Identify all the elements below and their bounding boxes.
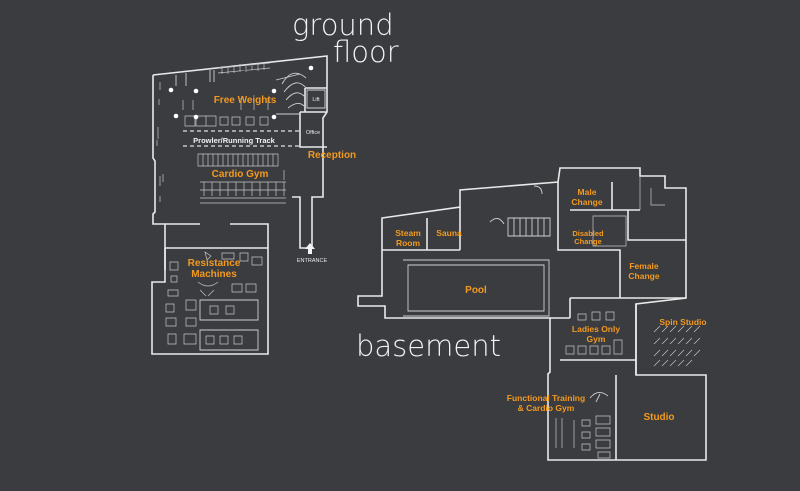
basement-staircase (507, 217, 551, 237)
lift-wall (304, 87, 327, 112)
marker-dot (271, 88, 277, 94)
label-female-line2: Change (628, 271, 659, 281)
ground-floor-title-line2: floor (333, 35, 399, 69)
label-ladies-line2: Gym (587, 334, 606, 344)
spin-bikes (653, 325, 701, 367)
label-free-weights: Free Weights (214, 95, 277, 106)
change-rooms-walls (557, 182, 686, 298)
entrance-arrow-icon (305, 243, 315, 254)
cardio-machines (159, 153, 286, 204)
pool-outline (407, 264, 545, 312)
label-disabled-line1: Disabled (572, 229, 604, 238)
steam-sauna-walls (382, 207, 461, 251)
label-steam-line1: Steam (395, 228, 421, 238)
ladies-gym-equipment (565, 311, 623, 355)
marker-dot (168, 87, 174, 93)
label-female-line1: Female (629, 261, 659, 271)
ground-outer-wall (152, 55, 328, 249)
label-steam-line2: Room (396, 238, 421, 248)
label-studio: Studio (643, 412, 674, 423)
marker-dot (271, 114, 277, 120)
prowler-track-lines (183, 130, 300, 147)
label-reception: Reception (308, 150, 356, 161)
marker-dot (308, 65, 314, 71)
label-functional-line2: & Cardio Gym (518, 403, 575, 413)
basement-title: basement (356, 329, 501, 363)
label-office: Office (306, 130, 320, 136)
marker-dot (173, 113, 179, 119)
label-resistance-line1: Resistance (188, 258, 241, 269)
marker-dot (193, 114, 199, 120)
label-lift: Lift (312, 97, 320, 103)
basement-plan: Steam Room Sauna Male Change Disabled Ch… (357, 167, 707, 461)
cardio-south-wall (165, 223, 269, 248)
label-functional-line1: Functional Training (507, 393, 585, 403)
label-ladies-line1: Ladies Only (572, 324, 620, 334)
label-pool: Pool (465, 285, 487, 296)
marker-dot (193, 88, 199, 94)
resistance-machine-icons (165, 251, 263, 351)
staircase (281, 72, 307, 109)
ground-west-wall (152, 75, 166, 248)
label-disabled-line2: Change (574, 237, 602, 246)
label-entrance: ENTRANCE (297, 258, 328, 264)
label-sauna: Sauna (436, 228, 462, 238)
label-resistance-line2: Machines (191, 269, 237, 280)
ground-floor-plan: Free Weights Prowler/Running Track Cardi… (151, 55, 356, 355)
label-spin-studio: Spin Studio (659, 317, 706, 327)
ladies-gym-walls (550, 297, 686, 375)
functional-area-equipment (555, 392, 611, 459)
label-cardio-gym: Cardio Gym (212, 169, 269, 180)
ground-floor-title-line1: ground (292, 8, 394, 42)
free-weights-racks (156, 62, 271, 146)
label-male-line1: Male (578, 187, 597, 197)
label-prowler-track: Prowler/Running Track (193, 136, 276, 145)
label-male-line2: Change (571, 197, 602, 207)
